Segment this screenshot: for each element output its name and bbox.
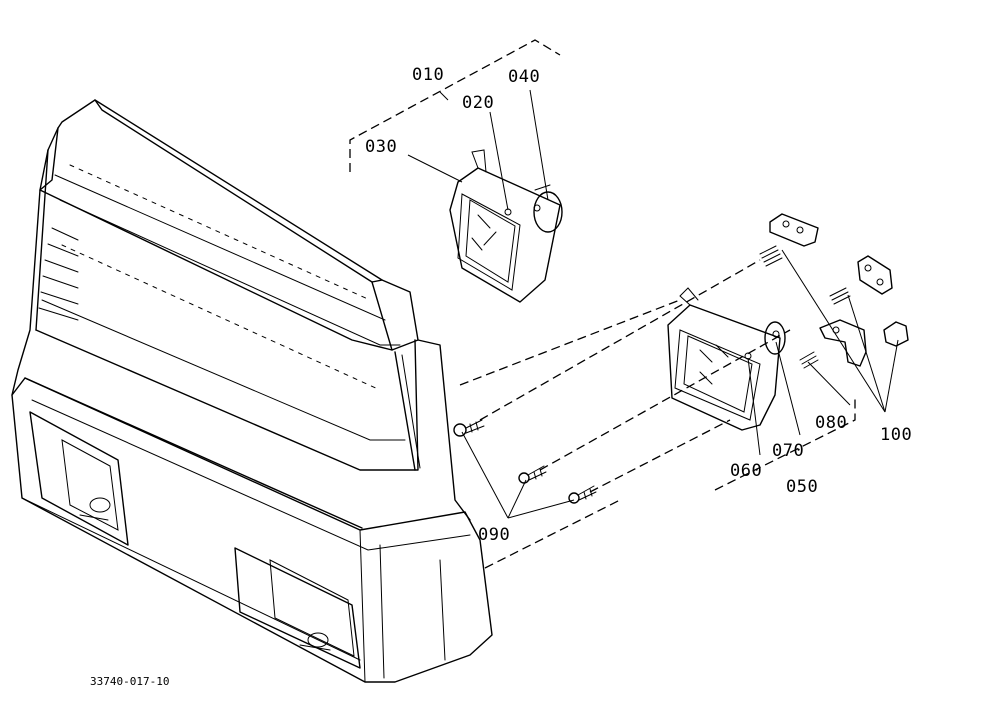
callout-labels: 010 020 030 040 060 070 080 100 050 090 bbox=[365, 65, 912, 545]
callout-040: 040 bbox=[508, 67, 540, 87]
brackets-group bbox=[769, 213, 909, 367]
callout-100: 100 bbox=[880, 425, 912, 445]
hardware-group bbox=[453, 245, 851, 504]
alignment-lines bbox=[349, 39, 856, 569]
callout-070: 070 bbox=[772, 441, 804, 461]
callout-080: 080 bbox=[815, 413, 847, 433]
lower-lamp-assembly bbox=[667, 287, 786, 431]
callout-020: 020 bbox=[462, 93, 494, 113]
leader-lines bbox=[407, 89, 899, 519]
callout-090: 090 bbox=[478, 525, 510, 545]
callout-030: 030 bbox=[365, 137, 397, 157]
drawing-code: 33740-017-10 bbox=[90, 675, 169, 688]
callout-010: 010 bbox=[412, 65, 444, 85]
upper-lamp-assembly bbox=[449, 149, 563, 303]
front-bonnet-assembly bbox=[11, 99, 493, 683]
callout-060: 060 bbox=[730, 461, 762, 481]
callout-050: 050 bbox=[786, 477, 818, 497]
